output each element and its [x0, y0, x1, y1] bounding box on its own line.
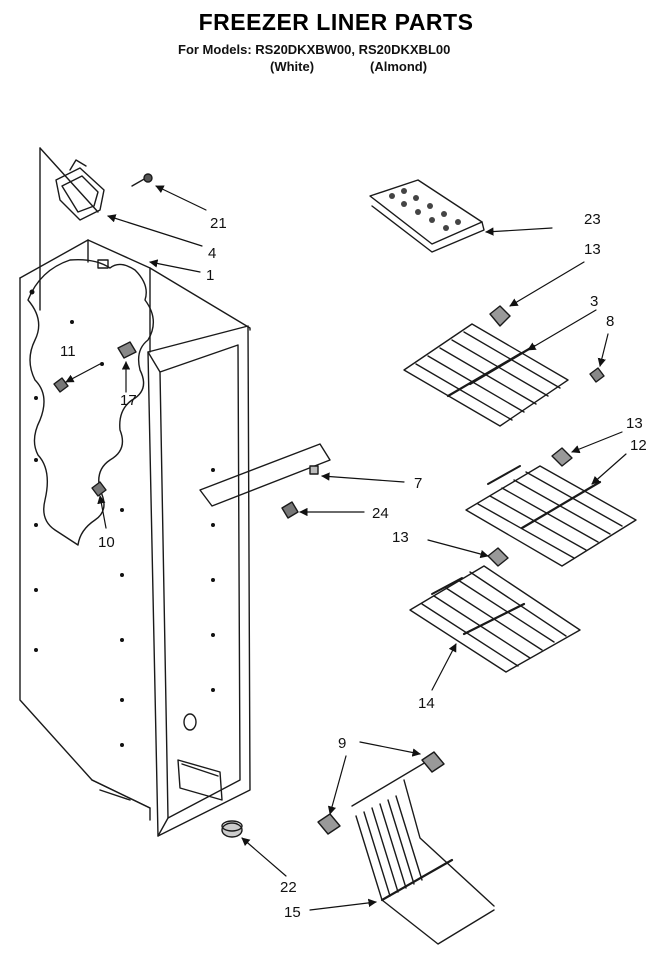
- part-13-support-top: [489, 305, 511, 327]
- part-17-clip: [117, 341, 137, 359]
- part-14-wire-shelf: [409, 565, 581, 673]
- page-title: FREEZER LINER PARTS: [198, 9, 474, 35]
- part-7-tab: [199, 443, 331, 507]
- part-3-wire-shelf: [403, 323, 569, 427]
- callout-10: 10: [98, 534, 115, 551]
- part-24-clip: [281, 501, 299, 519]
- freezer-liner-cabinet: [19, 147, 251, 837]
- callout-14: 14: [418, 695, 435, 712]
- leader-lines: [65, 185, 627, 911]
- part-11-clip: [53, 377, 69, 393]
- callout-24: 24: [372, 505, 389, 522]
- models-line: For Models: RS20DKXBW00, RS20DKXBL00: [178, 42, 451, 57]
- color-white-label: (White): [270, 59, 315, 74]
- part-8-support: [589, 367, 605, 383]
- callout-9: 9: [338, 735, 346, 752]
- part-23-ice-tray: [369, 179, 485, 253]
- callout-13-top: 13: [584, 241, 601, 258]
- part-10-clip: [91, 481, 107, 497]
- callout-13-low: 13: [392, 529, 409, 546]
- callout-11: 11: [60, 343, 76, 360]
- callout-22: 22: [280, 879, 297, 896]
- part-9-support-left: [317, 813, 341, 835]
- part-4-bracket: [55, 159, 105, 221]
- callout-3: 3: [590, 293, 598, 310]
- callout-8: 8: [606, 313, 614, 330]
- callout-23: 23: [584, 211, 601, 228]
- part-12-wire-shelf: [465, 465, 637, 567]
- part-13-support-mid: [551, 447, 573, 467]
- callout-labels: 21 4 1 11 17 10 7 24 22 15 23 13 3 8 13 …: [60, 211, 647, 921]
- diagram-header: FREEZER LINER PARTS For Models: RS20DKXB…: [0, 0, 672, 80]
- callout-15: 15: [284, 904, 301, 921]
- callout-1: 1: [206, 267, 214, 284]
- part-15-basket: [351, 761, 495, 945]
- callout-4: 4: [208, 245, 216, 262]
- part-21-screw: [131, 173, 153, 187]
- part-9-support-right: [421, 751, 445, 773]
- callout-12: 12: [630, 437, 647, 454]
- callout-13-mid: 13: [626, 415, 643, 432]
- part-13-support-low: [487, 547, 509, 567]
- callout-21: 21: [210, 215, 227, 232]
- callout-17: 17: [120, 392, 137, 409]
- color-almond-label: (Almond): [370, 59, 428, 74]
- part-22-plug: [221, 820, 243, 838]
- callout-7: 7: [414, 475, 422, 492]
